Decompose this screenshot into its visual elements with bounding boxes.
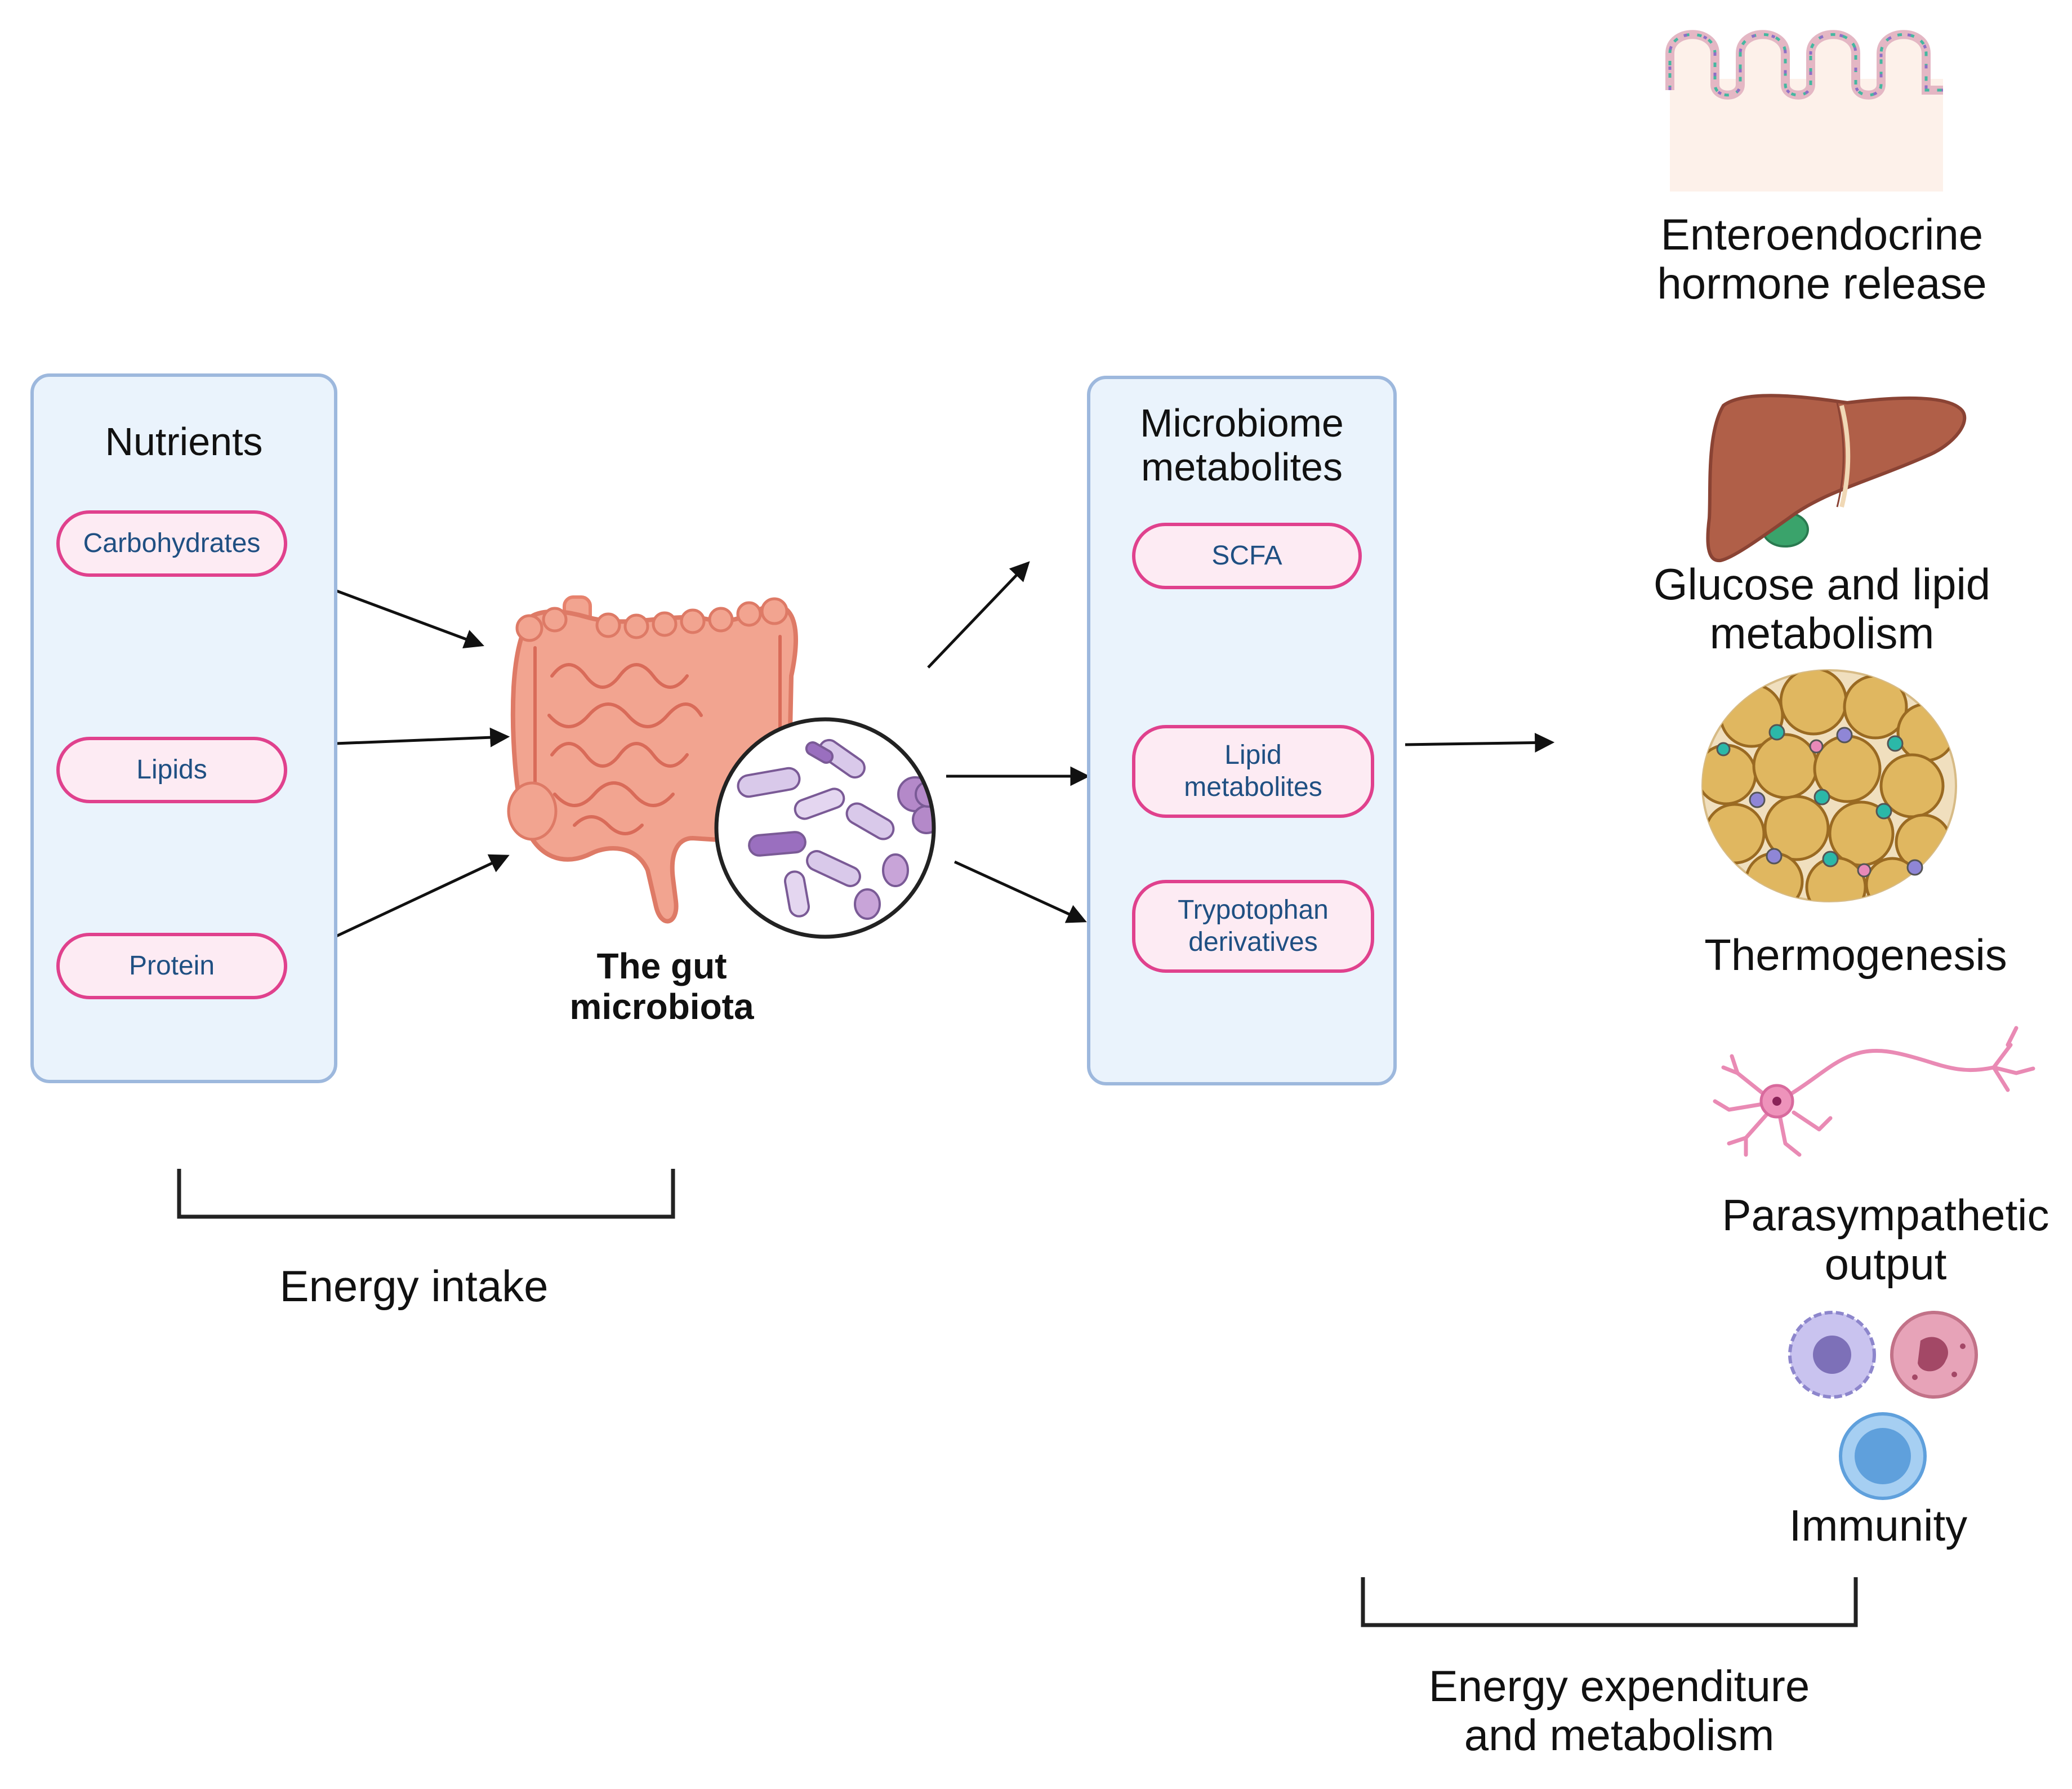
enteroendocrine-label: Enteroendocrine hormone release: [1657, 210, 1987, 309]
protein-pill: Protein: [56, 933, 287, 999]
lipids-pill: Lipids: [56, 737, 287, 803]
energy-expenditure-bracket: [1361, 1577, 1858, 1627]
tryptophan-derivatives-pill: Trypotophan derivatives: [1132, 880, 1374, 973]
energy-intake-label: Energy intake: [279, 1261, 549, 1311]
intestine-icon: [507, 595, 798, 924]
energy-expenditure-label: Energy expenditure and metabolism: [1428, 1661, 1810, 1760]
liver-icon: [1706, 394, 1967, 563]
arrows: [292, 561, 1555, 942]
adipose-tissue-icon: [1701, 669, 1957, 902]
immune-cells-icon: [1788, 1311, 1978, 1500]
immunity-label: Immunity: [1789, 1501, 1968, 1550]
scfa-pill: SCFA: [1132, 523, 1362, 589]
lipid-metabolites-pill: Lipid metabolites: [1132, 725, 1374, 818]
thermogenesis-label: Thermogenesis: [1704, 930, 2007, 980]
parasympathetic-label: Parasympathetic output: [1722, 1190, 2049, 1289]
neuron-icon: [1713, 1026, 2035, 1157]
intestinal-villi-icon: [1665, 30, 1943, 192]
metabolites-title: Microbiome metabolites: [1140, 401, 1344, 489]
gut-microbiota-label: The gut microbiota: [569, 946, 754, 1027]
energy-intake-bracket: [177, 1169, 675, 1219]
carbohydrates-pill: Carbohydrates: [56, 510, 287, 577]
glucose-lipid-label: Glucose and lipid metabolism: [1653, 559, 1991, 658]
nutrients-title: Nutrients: [105, 420, 263, 464]
bacteria-magnifier-icon: [714, 717, 936, 939]
